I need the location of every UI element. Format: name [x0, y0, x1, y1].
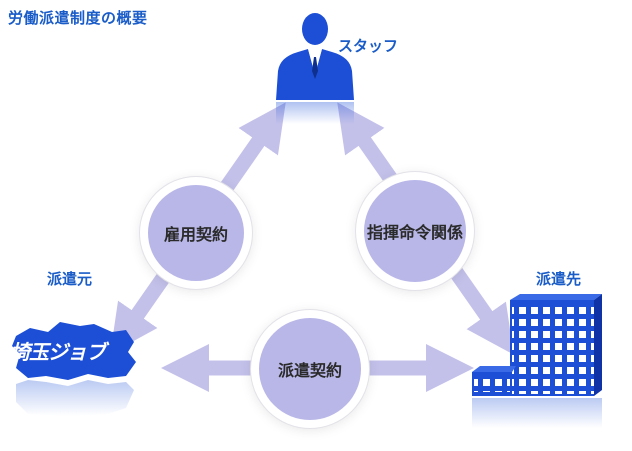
staff-label: スタッフ	[338, 37, 399, 55]
page-title: 労働派遣制度の概要	[8, 9, 148, 27]
origin-label: 派遣元	[47, 270, 93, 288]
origin-logo-text: 埼玉ジョブ	[10, 340, 106, 364]
destination-label: 派遣先	[536, 270, 582, 288]
employment-contract-label: 雇用契約	[163, 225, 228, 244]
command-relation-label: 指揮命令関係	[366, 223, 463, 242]
dispatch-contract-circle: 派遣契約	[259, 318, 361, 420]
origin-logo	[12, 322, 136, 416]
command-relation-circle: 指揮命令関係	[364, 180, 466, 282]
employment-contract-circle: 雇用契約	[148, 185, 244, 281]
dispatch-contract-label: 派遣契約	[277, 361, 342, 380]
staff-person-icon	[276, 13, 354, 124]
building-icon	[472, 294, 602, 428]
